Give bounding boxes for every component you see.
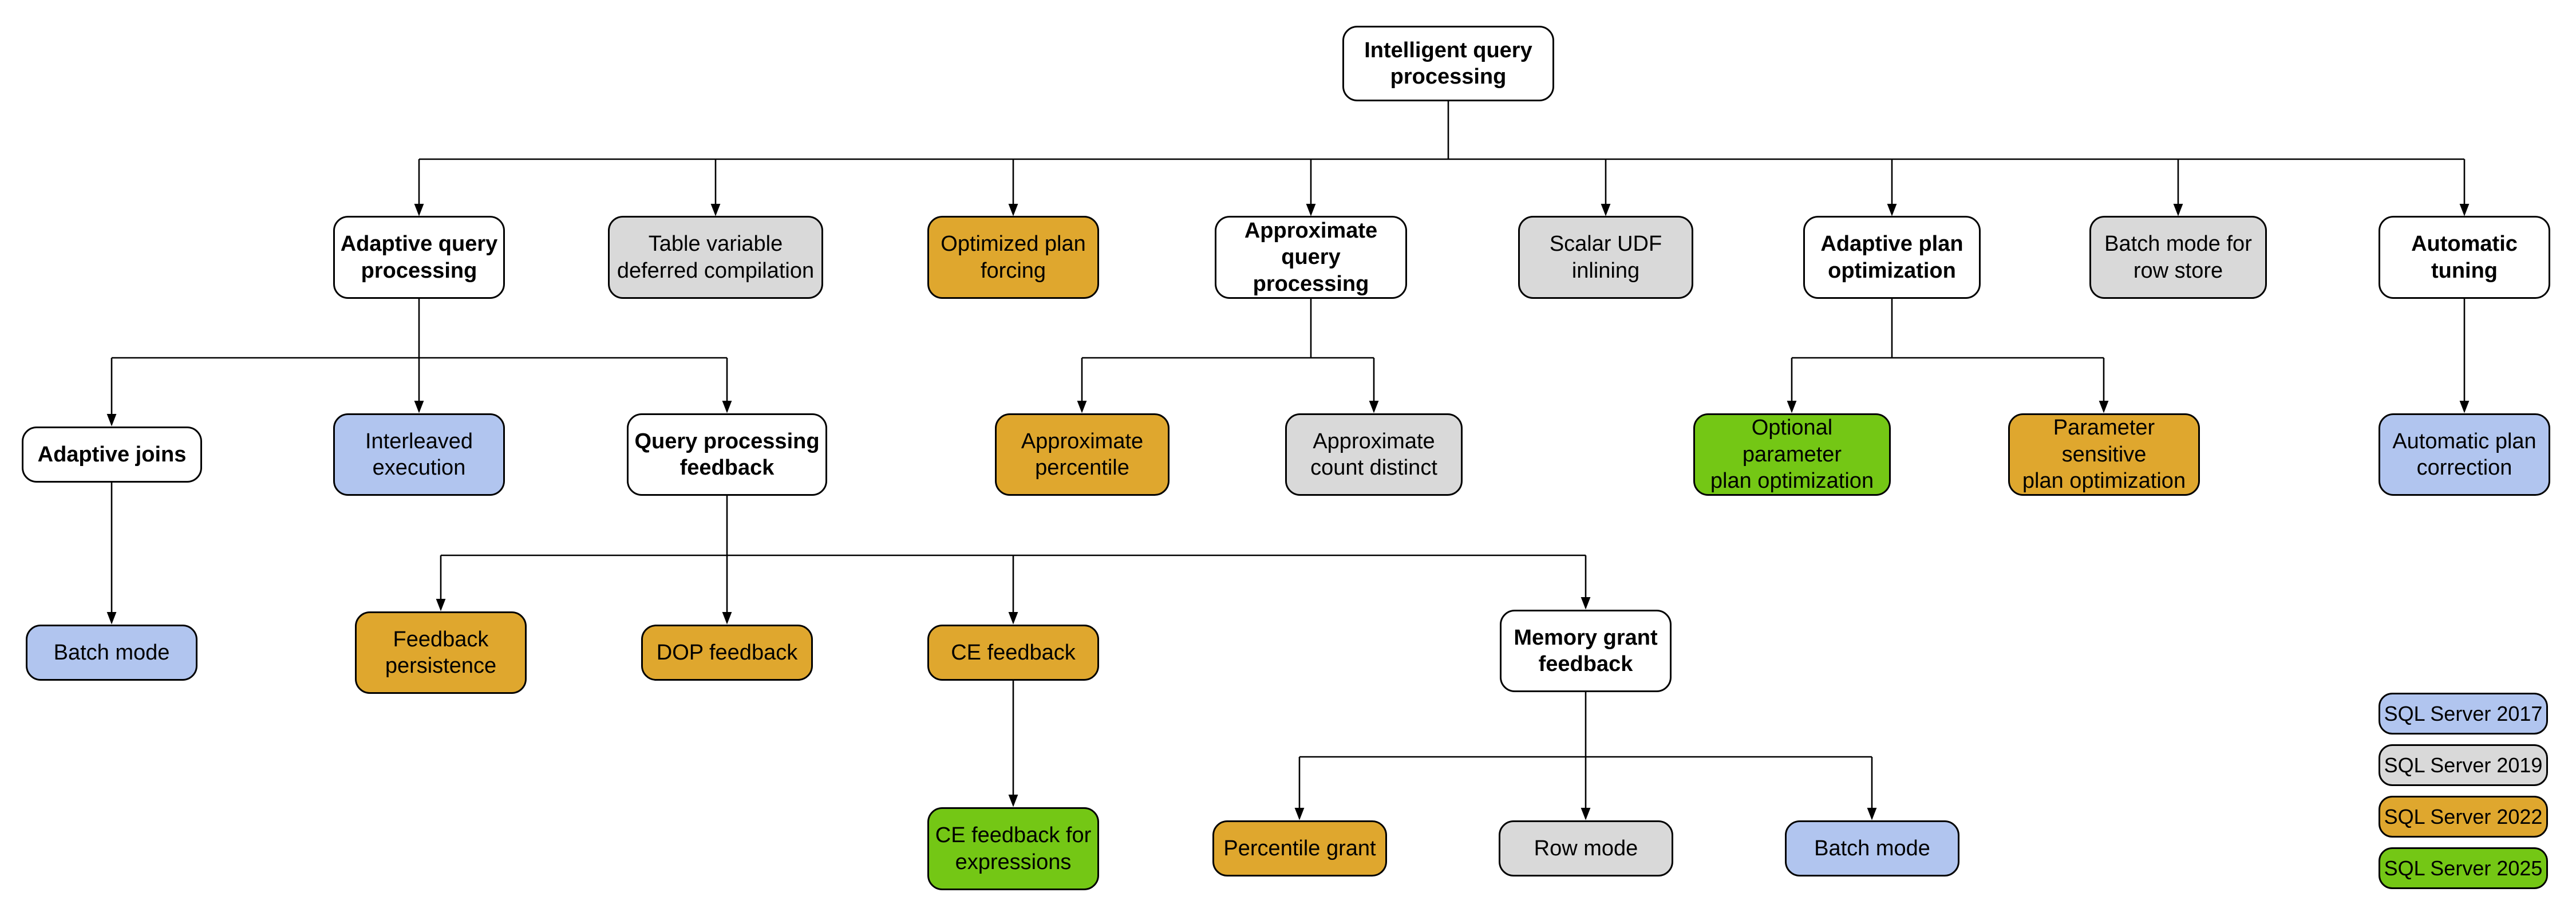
node-memory-grant-feedback: Memory grant feedback	[1500, 610, 1672, 692]
node-adaptive-plan-optimization: Adaptive plan optimization	[1803, 216, 1981, 299]
node-percentile-grant: Percentile grant	[1212, 820, 1387, 876]
node-interleaved-execution: Interleaved execution	[333, 413, 505, 496]
node-automatic-plan-correction: Automatic plan correction	[2379, 413, 2550, 496]
node-approximate-percentile: Approximate percentile	[995, 413, 1170, 496]
node-parameter-sensitive-plan-optimization: Parameter sensitive plan optimization	[2008, 413, 2200, 496]
node-optional-parameter-plan-optimization: Optional parameter plan optimization	[1693, 413, 1891, 496]
node-approximate-query-processing: Approximate query processing	[1215, 216, 1407, 299]
node-dop-feedback: DOP feedback	[641, 625, 813, 681]
node-automatic-tuning: Automatic tuning	[2379, 216, 2550, 299]
node-ce-feedback-for-expressions: CE feedback for expressions	[927, 807, 1099, 890]
node-approximate-count-distinct: Approximate count distinct	[1285, 413, 1463, 496]
legend-item-sql-server-2019: SQL Server 2019	[2379, 744, 2548, 786]
node-query-processing-feedback: Query processing feedback	[627, 413, 827, 496]
node-adaptive-query-processing: Adaptive query processing	[333, 216, 505, 299]
node-ce-feedback: CE feedback	[927, 625, 1099, 681]
node-batch-mode-for-row-store: Batch mode for row store	[2089, 216, 2267, 299]
node-table-variable-deferred-compilation: Table variable deferred compilation	[608, 216, 823, 299]
legend-item-sql-server-2025: SQL Server 2025	[2379, 847, 2548, 889]
node-row-mode: Row mode	[1499, 820, 1673, 876]
node-intelligent-query-processing: Intelligent query processing	[1342, 26, 1554, 101]
legend-item-sql-server-2017: SQL Server 2017	[2379, 693, 2548, 735]
node-batch-mode-adaptive-joins: Batch mode	[26, 625, 197, 681]
node-adaptive-joins: Adaptive joins	[22, 427, 202, 483]
node-optimized-plan-forcing: Optimized plan forcing	[927, 216, 1099, 299]
node-scalar-udf-inlining: Scalar UDF inlining	[1518, 216, 1693, 299]
legend-item-sql-server-2022: SQL Server 2022	[2379, 796, 2548, 838]
node-batch-mode-memory-grant: Batch mode	[1785, 820, 1959, 876]
node-feedback-persistence: Feedback persistence	[355, 611, 527, 694]
